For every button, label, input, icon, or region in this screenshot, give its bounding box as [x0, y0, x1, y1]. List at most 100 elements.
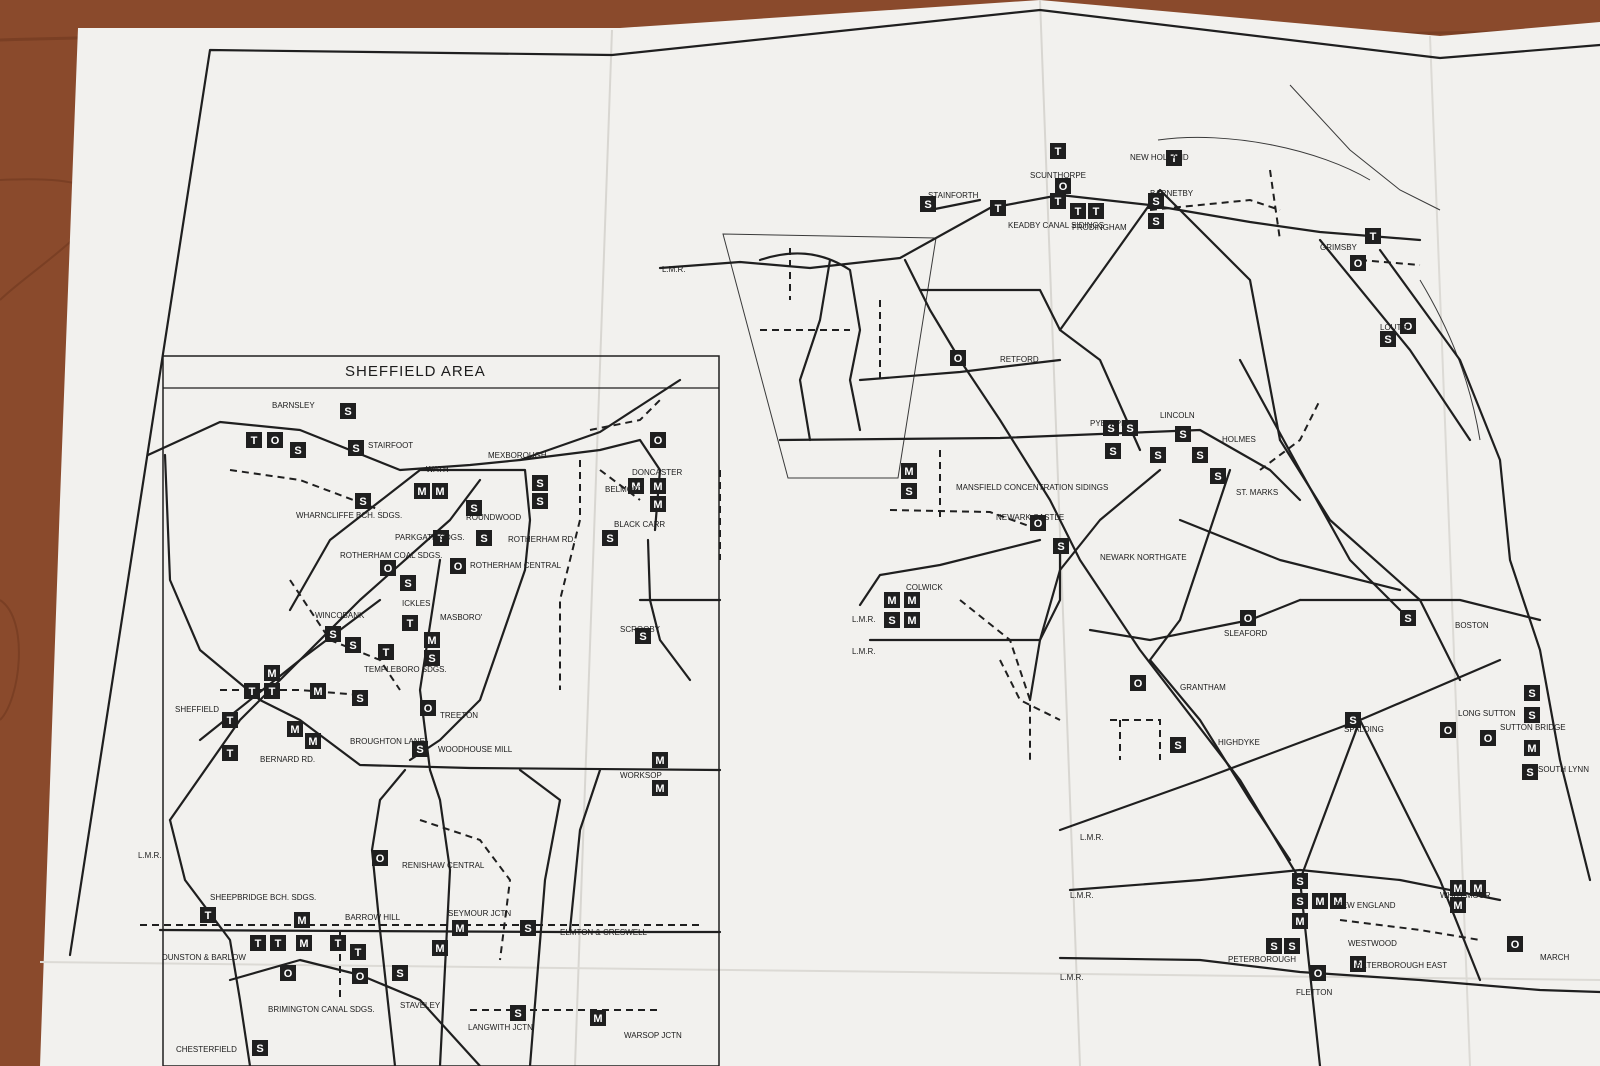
label-highdyke: HIGHDYKE: [1218, 738, 1260, 747]
signal-box-s-7: S: [355, 493, 371, 509]
label-whitemoor: WHITEMOOR: [1440, 891, 1491, 900]
signal-box-letter: O: [1244, 613, 1253, 625]
signal-box-letter: S: [1109, 446, 1116, 458]
signal-box-o-70: O: [1400, 318, 1416, 334]
signal-box-letter: S: [524, 923, 531, 935]
signal-box-m-105: M: [1470, 880, 1486, 896]
signal-box-s-96: S: [1524, 707, 1540, 723]
signal-box-m-102: M: [1292, 913, 1308, 929]
signal-box-letter: M: [593, 1013, 602, 1025]
label-ickles: ICKLES: [402, 599, 430, 608]
signal-box-t-23: T: [244, 683, 260, 699]
signal-box-letter: S: [344, 406, 351, 418]
signal-box-letter: O: [454, 561, 463, 573]
signal-box-letter: M: [653, 481, 662, 493]
signal-box-s-109: S: [1284, 938, 1300, 954]
label-lincoln: LINCOLN: [1160, 411, 1195, 420]
signal-box-letter: M: [653, 499, 662, 511]
signal-box-o-59: O: [1055, 178, 1071, 194]
signal-box-letter: S: [1296, 896, 1303, 908]
signal-box-letter: S: [1528, 688, 1535, 700]
label-sutton-bridge: SUTTON BRIDGE: [1500, 723, 1566, 732]
signal-box-m-40: M: [652, 780, 668, 796]
signal-box-s-74: S: [1122, 420, 1138, 436]
label-chesterfield: CHESTERFIELD: [176, 1045, 237, 1054]
signal-box-letter: S: [359, 496, 366, 508]
label-holmes: HOLMES: [1222, 435, 1256, 444]
signal-box-m-57: M: [590, 1010, 606, 1026]
signal-box-letter: M: [1353, 959, 1362, 971]
signal-box-o-27: O: [420, 700, 436, 716]
signal-box-s-45: S: [520, 920, 536, 936]
signal-box-letter: S: [256, 1043, 263, 1055]
label-grantham: GRANTHAM: [1180, 683, 1226, 692]
signal-box-letter: M: [297, 915, 306, 927]
label-rotherham-central: ROTHERHAM CENTRAL: [470, 561, 562, 570]
signal-box-o-15: O: [450, 558, 466, 574]
signal-box-letter: M: [299, 938, 308, 950]
signal-box-letter: T: [251, 435, 258, 447]
signal-box-letter: S: [639, 631, 646, 643]
signal-box-t-47: T: [270, 935, 286, 951]
signal-box-t-68: T: [1365, 228, 1381, 244]
signal-box-s-95: S: [1524, 685, 1540, 701]
label-worksop: WORKSOP: [620, 771, 662, 780]
signal-box-m-34: M: [628, 478, 644, 494]
signal-box-letter: O: [271, 435, 280, 447]
signal-box-s-91: S: [1170, 737, 1186, 753]
signal-box-letter: S: [1296, 876, 1303, 888]
signal-box-letter: O: [356, 971, 365, 983]
label-mexborough: MEXBOROUGH: [488, 451, 547, 460]
signal-box-t-42: T: [200, 907, 216, 923]
label-masboro: MASBORO': [440, 613, 483, 622]
signal-box-letter: T: [383, 647, 390, 659]
signal-box-letter: S: [416, 744, 423, 756]
signal-box-letter: S: [1288, 941, 1295, 953]
signal-box-letter: T: [1075, 206, 1082, 218]
signal-box-letter: S: [1179, 429, 1186, 441]
signal-box-letter: S: [1196, 450, 1203, 462]
label-brimington: BRIMINGTON CANAL SDGS.: [268, 1005, 375, 1014]
signal-box-letter: M: [455, 923, 464, 935]
signal-box-o-53: O: [352, 968, 368, 984]
signal-box-letter: S: [1154, 450, 1161, 462]
signal-box-letter: S: [1214, 471, 1221, 483]
label-lmr: L.M.R.: [138, 851, 162, 860]
signal-box-t-61: T: [1070, 203, 1086, 219]
signal-box-s-56: S: [510, 1005, 526, 1021]
label-lmr: L.M.R.: [1060, 973, 1084, 982]
signal-box-letter: M: [1295, 916, 1304, 928]
signal-box-o-90: O: [1130, 675, 1146, 691]
label-broughton: BROUGHTON LANE: [350, 737, 425, 746]
label-grimsby: GRIMSBY: [1320, 243, 1358, 252]
signal-box-t-67: T: [990, 200, 1006, 216]
signal-box-letter: S: [1152, 196, 1159, 208]
label-dunston: DUNSTON & BARLOW: [162, 953, 246, 962]
signal-box-letter: S: [404, 578, 411, 590]
label-new-holland: NEW HOLLAND: [1130, 153, 1189, 162]
signal-box-letter: M: [427, 635, 436, 647]
signal-box-s-3: S: [290, 442, 306, 458]
label-colwick: COLWICK: [906, 583, 943, 592]
signal-box-t-62: T: [1088, 203, 1104, 219]
signal-box-letter: O: [1354, 258, 1363, 270]
signal-box-m-25: M: [310, 683, 326, 699]
label-doncaster: DONCASTER: [632, 468, 682, 477]
signal-box-m-29: M: [305, 733, 321, 749]
paper-sheet: [40, 0, 1600, 1066]
label-westwood: WESTWOOD: [1348, 939, 1397, 948]
signal-box-letter: S: [514, 1008, 521, 1020]
signal-box-letter: T: [1055, 146, 1062, 158]
signal-box-m-87: M: [904, 612, 920, 628]
label-mansfield: MANSFIELD CONCENTRATION SIDINGS: [956, 483, 1108, 492]
signal-box-s-66: S: [920, 196, 936, 212]
signal-box-m-22: M: [264, 665, 280, 681]
signal-box-letter: T: [1055, 196, 1062, 208]
signal-box-letter: S: [1404, 613, 1411, 625]
label-langwith: LANGWITH JCTN: [468, 1023, 533, 1032]
label-parkgate: PARKGATE SDGS.: [395, 533, 465, 542]
signal-box-letter: O: [384, 563, 393, 575]
signal-box-letter: S: [536, 496, 543, 508]
signal-box-s-21: S: [424, 650, 440, 666]
signal-box-letter: S: [480, 533, 487, 545]
